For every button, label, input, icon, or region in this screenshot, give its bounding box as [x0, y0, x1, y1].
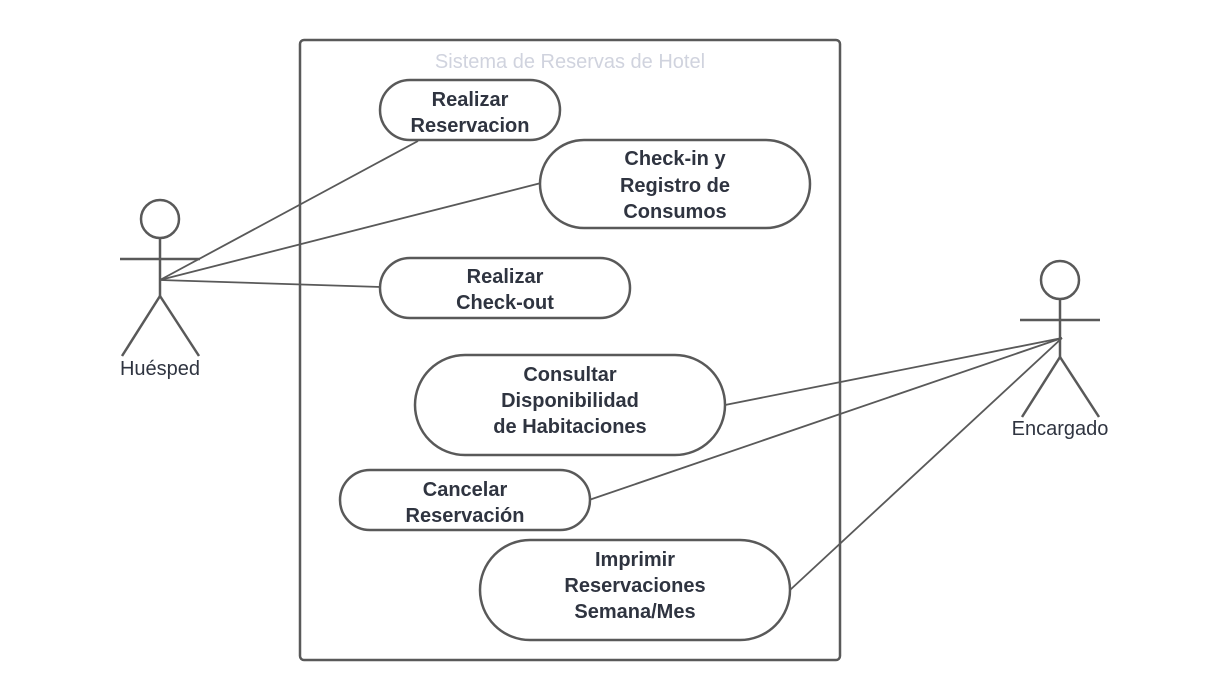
- use-case-label-line: Check-out: [456, 292, 554, 314]
- association-manager-imprimir-reservaciones: [789, 337, 1063, 591]
- use-case-label-line: de Habitaciones: [493, 416, 646, 438]
- use-case-imprimir-reservaciones[interactable]: Imprimir Reservaciones Semana/Mes: [478, 538, 792, 642]
- use-case-consultar-disponibilidad[interactable]: Consultar Disponibilidad de Habitaciones: [413, 353, 727, 457]
- use-case-checkin-registro[interactable]: Check-in y Registro de Consumos: [538, 138, 812, 230]
- use-case-cancelar-reservacion[interactable]: Cancelar Reservación: [338, 468, 592, 532]
- use-case-label-line: Check-in y: [624, 148, 726, 170]
- use-case-shape: [338, 468, 592, 532]
- use-case-shape: [538, 138, 812, 230]
- association-manager-consultar-disponibilidad: [724, 337, 1063, 406]
- use-case-label-line: Realizar: [432, 89, 509, 111]
- actor-figure-icon: [1020, 259, 1101, 418]
- actor-figure-icon: [120, 198, 201, 357]
- use-case-realizar-checkout[interactable]: Realizar Check-out: [378, 256, 632, 320]
- association-guest-checkin-registro: [159, 182, 542, 281]
- use-case-shape: [413, 353, 727, 457]
- use-case-label-line: Registro de: [620, 175, 730, 197]
- use-case-label-line: Reservacion: [411, 115, 530, 137]
- actor-guest[interactable]: Huésped: [120, 198, 201, 380]
- use-case-label-line: Consumos: [623, 201, 726, 223]
- use-case-label-line: Disponibilidad: [501, 390, 639, 412]
- system-boundary-box: [298, 38, 842, 662]
- association-guest-realizar-reservacion: [159, 140, 419, 281]
- actor-manager[interactable]: Encargado: [1012, 259, 1109, 440]
- use-case-label-line: Realizar: [467, 266, 544, 288]
- use-case-label-line: Consultar: [523, 364, 617, 386]
- use-case-label-line: Cancelar: [423, 479, 508, 501]
- use-case-label-line: Reservaciones: [564, 575, 705, 597]
- association-guest-realizar-checkout: [159, 279, 382, 288]
- system-title: Sistema de Reservas de Hotel: [435, 51, 705, 73]
- association-manager-cancelar-reservacion: [588, 337, 1063, 501]
- system-boundary: Sistema de Reservas de Hotel: [298, 38, 842, 662]
- use-case-shape: [378, 78, 562, 142]
- use-case-realizar-reservacion[interactable]: Realizar Reservacion: [378, 78, 562, 142]
- association-lines: [159, 140, 1063, 591]
- use-case-shape: [478, 538, 792, 642]
- actor-label: Encargado: [1012, 418, 1109, 440]
- use-case-shape: [378, 256, 632, 320]
- actor-label: Huésped: [120, 358, 200, 380]
- use-case-label-line: Imprimir: [595, 549, 675, 571]
- use-case-label-line: Semana/Mes: [574, 601, 695, 623]
- use-case-label-line: Reservación: [406, 505, 525, 527]
